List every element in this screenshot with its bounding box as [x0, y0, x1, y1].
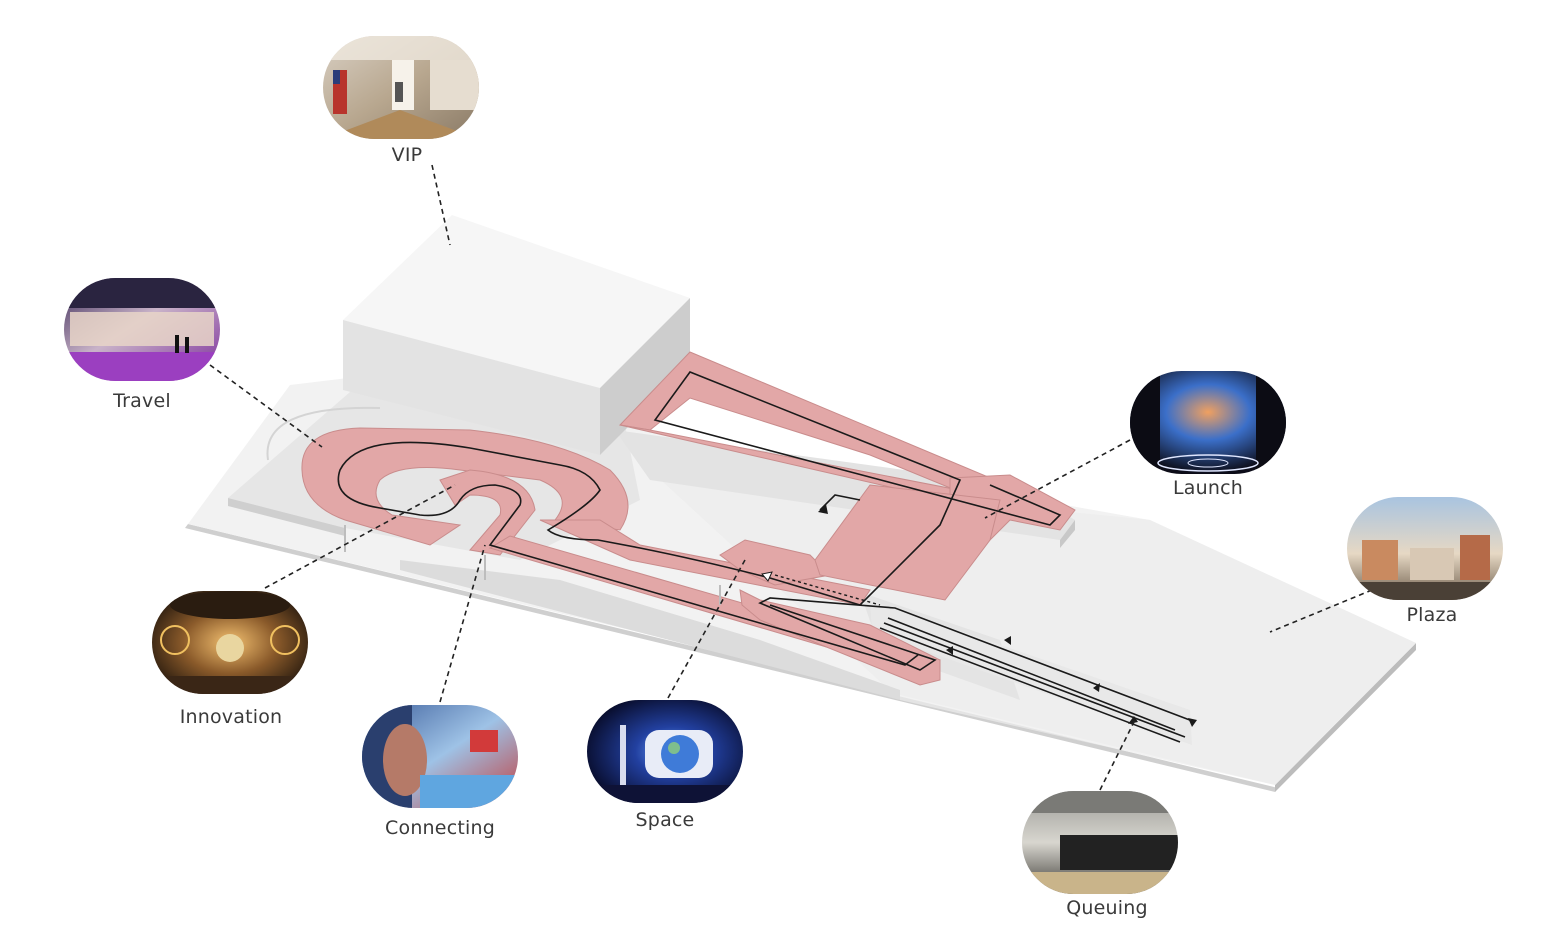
support-posts — [344, 525, 721, 605]
leader-lines — [209, 164, 1373, 791]
queue-entry-dotted-line — [774, 574, 881, 606]
vip-building-massing — [343, 215, 690, 455]
zone-label-connecting: Connecting — [385, 817, 495, 839]
travel-gallery-photo — [64, 278, 220, 381]
zone-label-launch: Launch — [1172, 477, 1244, 499]
plaza-photo — [1347, 497, 1503, 600]
vip-suite-photo — [323, 36, 479, 139]
zone-label-innovation: Innovation — [179, 706, 283, 728]
zone-label-plaza: Plaza — [1406, 604, 1458, 626]
zone-label-space: Space — [635, 809, 695, 831]
space-exhibit-photo — [587, 700, 743, 803]
zone-label-vip: VIP — [391, 144, 423, 166]
zone-label-queuing: Queuing — [1066, 897, 1148, 919]
launch-theater-photo — [1130, 371, 1286, 474]
route-direction-arrows — [761, 504, 1197, 727]
zone-label-travel: Travel — [113, 390, 171, 412]
connecting-exhibit-photo — [362, 705, 518, 808]
innovation-room-photo — [152, 591, 308, 694]
queuing-crowd-photo — [1022, 791, 1178, 894]
